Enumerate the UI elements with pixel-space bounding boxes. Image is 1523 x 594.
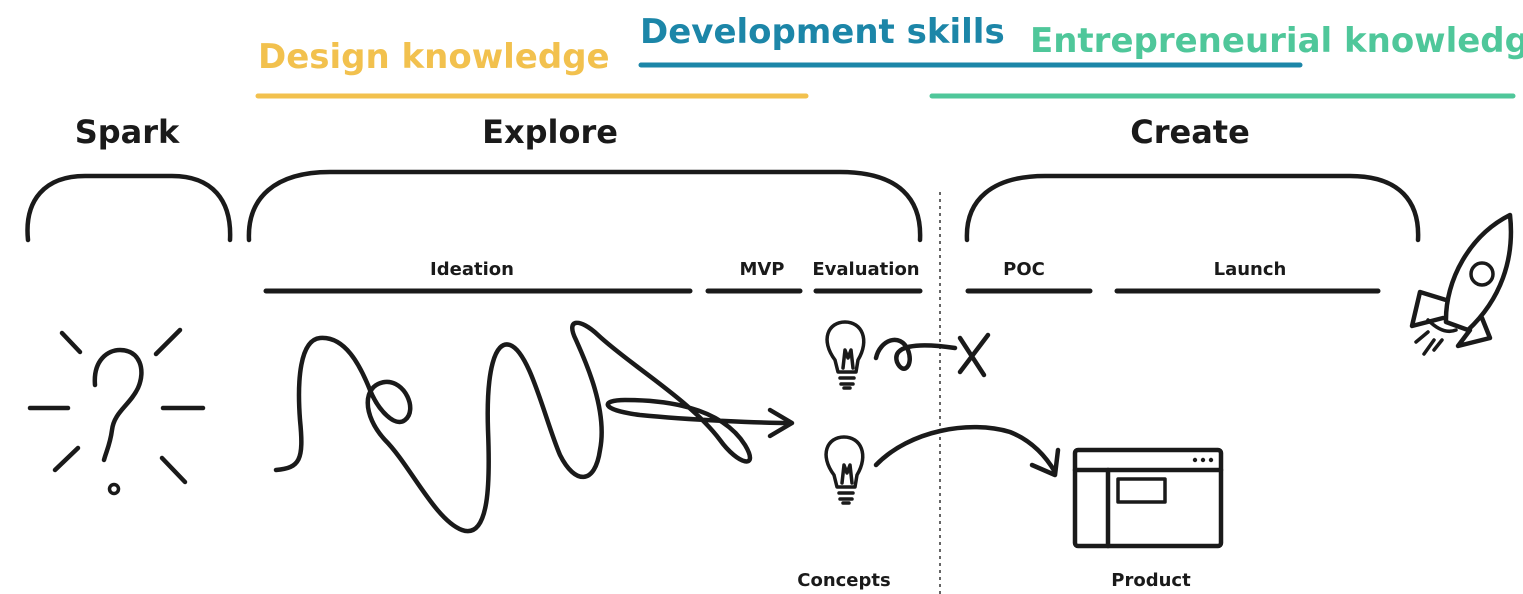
phase-title-spark: Spark (75, 113, 180, 151)
skill-label-entrepreneurial: Entrepreneurial knowledge (1030, 21, 1523, 61)
output-label-product: Product (1111, 570, 1191, 591)
phase-title-explore: Explore (482, 113, 618, 151)
skill-label-design: Design knowledge (258, 37, 610, 77)
phase-title-create: Create (1130, 113, 1250, 151)
concept-to-product-arrow (873, 424, 1061, 478)
output-label-concepts: Concepts (797, 570, 890, 591)
stage-label-poc: POC (1003, 259, 1045, 280)
question-mark-icon (27, 327, 206, 496)
scribble-path-icon (273, 320, 795, 534)
skill-label-development: Development skills (640, 12, 1005, 52)
stage-label-launch: Launch (1214, 259, 1287, 280)
stage-label-evaluation: Evaluation (812, 259, 919, 280)
browser-window-icon (1072, 447, 1224, 549)
bracket-create (964, 173, 1421, 243)
stage-label-mvp: MVP (739, 259, 784, 280)
rocket-icon (1409, 212, 1514, 356)
dead-end-path (873, 337, 958, 371)
bracket-explore (246, 169, 923, 243)
lightbulb-icon (824, 435, 865, 505)
stage-label-ideation: Ideation (430, 259, 514, 280)
bracket-spark (25, 173, 233, 243)
lightbulb-icon (825, 320, 866, 390)
cross-icon (957, 332, 991, 378)
